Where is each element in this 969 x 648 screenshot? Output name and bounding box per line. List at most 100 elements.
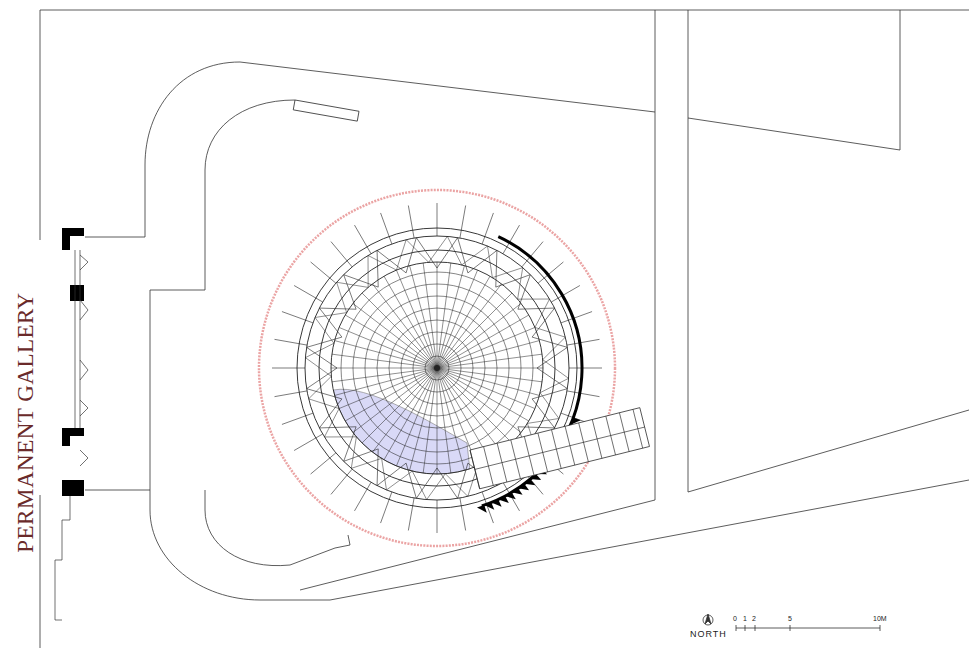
scale-bar: [703, 614, 880, 631]
plan-line: [437, 368, 529, 421]
plan-line: [569, 368, 602, 369]
plan-line: [332, 354, 437, 368]
wall-teeth: [484, 502, 494, 509]
plan-line: [633, 409, 643, 448]
plan-line: [294, 434, 323, 451]
plan-line: [538, 433, 548, 472]
plan-line: [437, 327, 535, 368]
plan-line: [437, 266, 464, 368]
plan-line: [437, 368, 490, 460]
plan-line: [410, 368, 437, 470]
plan-line: [437, 368, 502, 452]
plan-line: [384, 276, 437, 368]
scale-label: 5: [788, 615, 792, 622]
plan-line: [372, 284, 437, 368]
plan-line: [396, 368, 437, 466]
plan-line: [275, 391, 307, 397]
plan-line: [437, 368, 542, 382]
wall-teeth: [498, 496, 509, 503]
plan-line: [331, 469, 352, 494]
plan-line: [332, 368, 437, 382]
plan-line: [565, 426, 575, 465]
plan-line: [331, 368, 437, 369]
plan-line: [362, 293, 437, 368]
plan-line: [484, 447, 494, 486]
plan-line: [381, 213, 392, 244]
plan-line: [437, 276, 490, 368]
plan-line: [282, 413, 313, 424]
plan-line: [437, 368, 539, 395]
plan-line: [437, 368, 464, 470]
plan-line: [437, 262, 438, 368]
plan-line: [275, 339, 307, 345]
plan-line: [396, 270, 437, 368]
plan-line: [437, 368, 438, 474]
scale-label: 1: [743, 615, 747, 622]
plan-line: [437, 368, 543, 369]
scale-label: 2: [752, 615, 756, 622]
plan-line: [437, 368, 512, 443]
plan-line: [475, 427, 645, 469]
plan-line: [272, 368, 305, 369]
plan-line: [355, 482, 372, 511]
plan-line: [381, 492, 392, 523]
site-lines: [40, 10, 969, 648]
scale-label: 0: [733, 615, 737, 622]
plan-line: [408, 206, 414, 238]
pavilion: [259, 190, 649, 546]
plan-line: [423, 368, 437, 473]
scale-label: NORTH: [690, 630, 727, 639]
plan-line: [592, 420, 602, 459]
plan-line: [294, 286, 323, 303]
plan-line: [437, 303, 521, 368]
wall-teeth: [518, 484, 529, 490]
plan-line: [408, 498, 414, 530]
plan-line: [552, 430, 562, 469]
plan-line: [355, 225, 372, 254]
boundary-ring: [259, 190, 615, 546]
building-label: PERMANENT GALLERY: [14, 292, 37, 552]
plan-line: [437, 354, 542, 368]
plan-line: [345, 315, 437, 368]
plan-line: [619, 413, 629, 452]
plan-line: [567, 339, 599, 345]
wall-teeth: [512, 488, 523, 495]
plan-line: [339, 327, 437, 368]
wall-teeth: [505, 492, 516, 499]
plan-line: [384, 368, 437, 460]
plan-line: [353, 368, 437, 433]
plan-line: [567, 391, 599, 397]
plan-line: [524, 436, 534, 475]
plan-line: [437, 263, 451, 368]
plan-line: [437, 368, 451, 473]
plan-line: [470, 408, 649, 489]
plan-line: [282, 312, 313, 323]
plan-line: [511, 440, 521, 479]
wall-teeth: [491, 499, 501, 506]
plan-line: [460, 206, 466, 238]
wall-teeth: [524, 479, 535, 485]
plan-line: [561, 312, 592, 323]
plan-line: [437, 203, 438, 236]
plan-line: [345, 368, 437, 421]
plan-line: [470, 450, 480, 489]
plan-line: [437, 368, 535, 409]
plan-line: [437, 270, 478, 368]
plan-line: [410, 266, 437, 368]
plan-line: [339, 368, 437, 409]
plan-line: [579, 423, 589, 462]
plan-line: [482, 213, 493, 244]
plan-line: [497, 443, 507, 482]
plan-line: [311, 262, 336, 283]
plan-line: [362, 368, 437, 443]
plan-line: [423, 263, 437, 368]
hub: [434, 365, 440, 371]
plan-line: [335, 368, 437, 395]
plan-line: [437, 500, 438, 533]
gallery-wall: [55, 228, 88, 620]
stair: [470, 408, 649, 489]
plan-line: [437, 315, 529, 368]
plan-line: [335, 341, 437, 368]
scale-label: 10M: [873, 615, 887, 622]
